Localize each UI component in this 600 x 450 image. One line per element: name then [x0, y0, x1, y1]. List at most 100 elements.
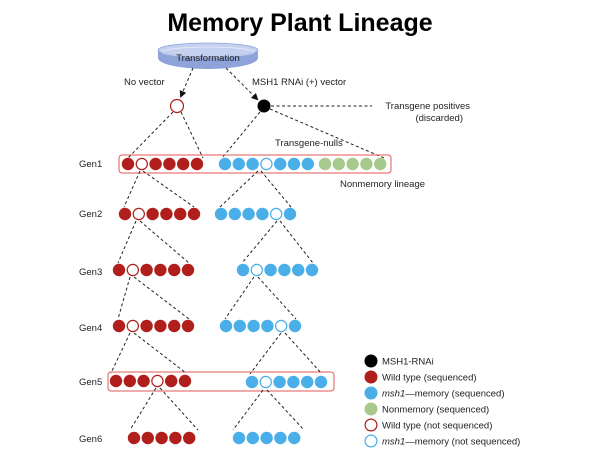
no-vector-arrow	[179, 67, 194, 98]
wild-type-plant-filled	[154, 263, 167, 277]
transgene-positives-discarded-label: (discarded)	[415, 113, 463, 124]
wild-type-plant-filled	[141, 431, 154, 445]
gen6-label: Gen6	[79, 434, 102, 445]
gen1-label: Gen1	[79, 159, 102, 170]
wild-type-plant-filled	[154, 319, 167, 333]
memory-plant-filled	[245, 375, 259, 389]
lineage-line	[180, 111, 204, 159]
diagram-title: Memory Plant Lineage	[167, 9, 432, 37]
legend-item: MSH1-RNAi	[364, 354, 434, 368]
memory-plant-empty	[275, 319, 288, 333]
legend-memory-empty-marker	[364, 434, 378, 448]
memory-plant-filled	[246, 431, 259, 445]
wild-type-plant-filled	[181, 263, 195, 277]
wild-type-plant-filled	[183, 431, 196, 445]
wild-type-plant-filled	[181, 319, 195, 333]
legend-item: Wild type (not sequenced)	[364, 418, 492, 432]
memory-plant-filled	[314, 375, 328, 389]
nonmemory-plant-filled	[332, 157, 345, 171]
memory-plant-filled	[232, 431, 246, 445]
gen5-sequenced-box	[107, 371, 335, 392]
memory-plant-filled	[301, 157, 314, 171]
vector-arrow	[225, 67, 259, 101]
founder-msh1-rnai-node	[257, 99, 271, 113]
wild-type-plant-filled	[112, 263, 126, 277]
memory-plant-filled	[214, 207, 228, 221]
memory-plant-filled	[305, 263, 319, 277]
legend-item: Wild type (sequenced)	[364, 370, 477, 384]
gen3-label: Gen3	[79, 267, 102, 278]
legend-wild-type-empty-marker	[364, 418, 378, 432]
legend-item: msh1—memory (not sequenced)	[364, 434, 520, 448]
wild-type-plant-empty	[151, 374, 164, 388]
wild-type-plant-filled	[140, 263, 153, 277]
memory-plant-filled	[288, 319, 302, 333]
plant-circles	[109, 157, 387, 445]
wild-type-plant-filled	[174, 207, 187, 221]
memory-plant-filled	[301, 375, 314, 389]
memory-plant-filled	[260, 431, 273, 445]
legend-label: msh1—memory (sequenced)	[382, 389, 505, 400]
gen4-label: Gen4	[79, 323, 102, 334]
legend-label: Nonmemory (sequenced)	[382, 405, 489, 416]
wild-type-plant-filled	[165, 374, 178, 388]
nonmemory-lineage-label: Nonmemory lineage	[340, 179, 425, 190]
wild-type-plant-filled	[149, 157, 162, 171]
wild-type-plant-empty	[126, 263, 140, 277]
legend-label: Wild type (not sequenced)	[382, 421, 492, 432]
legend-memory-filled-marker	[364, 386, 378, 400]
memory-plant-filled	[288, 431, 301, 445]
legend-wild-type-filled-marker	[364, 370, 378, 384]
memory-plant-filled	[242, 207, 255, 221]
memory-plant-filled	[247, 319, 260, 333]
lineage-line	[127, 111, 174, 159]
memory-plant-filled	[287, 157, 301, 171]
legend-label: MSH1-RNAi	[382, 357, 434, 368]
memory-plant-filled	[228, 207, 241, 221]
nonmemory-plant-filled	[374, 157, 387, 171]
legend-item: msh1—memory (sequenced)	[364, 386, 505, 400]
legend-item: Nonmemory (sequenced)	[364, 402, 489, 416]
transgene-positives-label: Transgene positives	[385, 101, 470, 112]
wild-type-plant-filled	[140, 319, 153, 333]
gen1-sequenced-box	[118, 154, 392, 174]
lineage-line	[221, 111, 261, 159]
wild-type-plant-filled	[169, 431, 182, 445]
memory-plant-filled	[274, 157, 287, 171]
nonmemory-plant-filled	[318, 157, 332, 171]
wild-type-plant-filled	[168, 263, 181, 277]
legend-msh1-rnai-filled-marker	[364, 354, 378, 368]
gen5-label: Gen5	[79, 377, 102, 388]
memory-plant-filled	[274, 431, 287, 445]
memory-plant-empty	[260, 157, 273, 171]
wild-type-plant-filled	[178, 374, 192, 388]
memory-plant-filled	[264, 263, 277, 277]
founder-wild-type-node	[169, 98, 185, 114]
gen2-label: Gen2	[79, 209, 102, 220]
wild-type-plant-empty	[132, 207, 145, 221]
wild-type-plant-filled	[146, 207, 159, 221]
memory-plant-filled	[219, 319, 233, 333]
memory-plant-filled	[273, 375, 286, 389]
lineage-line	[269, 108, 385, 159]
wild-type-plant-filled	[121, 157, 135, 171]
wild-type-plant-filled	[137, 374, 150, 388]
wild-type-plant-empty	[126, 319, 140, 333]
wild-type-plant-filled	[123, 374, 136, 388]
memory-plant-empty	[270, 207, 283, 221]
wild-type-plant-filled	[160, 207, 173, 221]
wild-type-plant-filled	[168, 319, 181, 333]
memory-plant-filled	[283, 207, 297, 221]
memory-plant-empty	[259, 375, 272, 389]
wild-type-plant-filled	[177, 157, 190, 171]
wild-type-plant-filled	[127, 431, 141, 445]
wild-type-plant-filled	[155, 431, 168, 445]
memory-plant-filled	[218, 157, 232, 171]
memory-plant-filled	[236, 263, 250, 277]
legend-label: Wild type (sequenced)	[382, 373, 477, 384]
memory-plant-filled	[261, 319, 274, 333]
transformation-label: Transformation	[176, 53, 240, 64]
wild-type-plant-filled	[118, 207, 132, 221]
